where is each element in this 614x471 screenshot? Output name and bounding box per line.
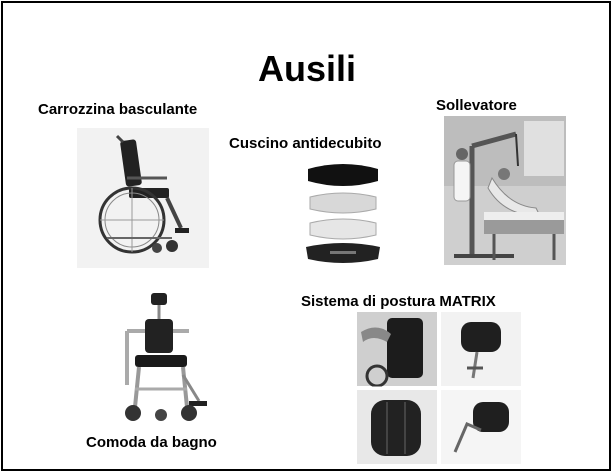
matrix-photo-back-support: [357, 390, 437, 464]
label-sollevatore: Sollevatore: [436, 97, 517, 114]
matrix-photo-seat: [357, 312, 437, 388]
label-carrozzina: Carrozzina basculante: [38, 101, 198, 118]
label-comoda: Comoda da bagno: [86, 434, 217, 451]
tilting-wheelchair-image: [77, 128, 209, 268]
label-cuscino: Cuscino antidecubito: [229, 135, 382, 152]
slide-title: Ausili: [257, 48, 356, 89]
label-matrix: Sistema di postura MATRIX: [301, 293, 496, 310]
patient-lift-image: [444, 116, 566, 265]
matrix-photo-headrest-2: [441, 390, 521, 464]
antidecubitus-cushion-image: [300, 157, 386, 267]
bath-commode-chair-image: [105, 289, 209, 427]
matrix-photo-headrest-1: [441, 312, 521, 386]
matrix-posture-system-image: [357, 312, 521, 464]
